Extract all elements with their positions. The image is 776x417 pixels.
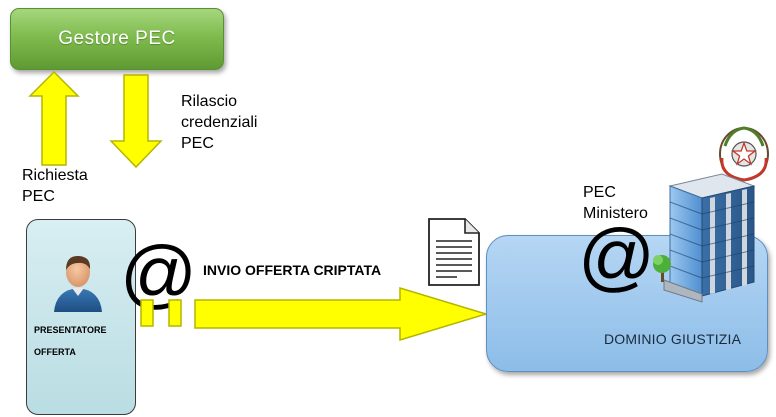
rilascio-label-line3: PEC <box>181 135 214 152</box>
invio-offerta-label: INVIO OFFERTA CRIPTATA <box>203 262 382 278</box>
presentatore-offerta-card <box>26 219 136 415</box>
pec-ministero-line2: Ministero <box>583 205 648 222</box>
pec-ministero-line1: PEC <box>583 184 616 201</box>
connector-blocks <box>140 299 182 327</box>
at-symbol-ministero: @ <box>578 214 656 299</box>
richiesta-label: Richiesta PEC <box>22 165 88 207</box>
building-icon <box>653 173 756 303</box>
presentatore-label-line2: OFFERTA <box>34 347 76 357</box>
presentatore-label-line1: PRESENTATORE <box>34 325 107 335</box>
document-icon <box>428 218 480 286</box>
dominio-giustizia-label: DOMINIO GIUSTIZIA <box>604 331 742 347</box>
gestore-pec-box: Gestore PEC <box>10 8 224 70</box>
presentatore-label: PRESENTATORE OFFERTA <box>34 319 134 363</box>
italian-emblem-icon <box>719 126 769 182</box>
at-symbol-sender: @ <box>120 231 198 316</box>
richiesta-label-line2: PEC <box>22 188 55 205</box>
gestore-pec-label: Gestore PEC <box>58 28 176 49</box>
richiesta-label-line1: Richiesta <box>22 167 88 184</box>
person-icon <box>54 255 102 312</box>
rilascio-label-line2: credenziali <box>181 114 258 131</box>
invio-right-arrow <box>194 286 489 342</box>
rilascio-label: Rilascio credenziali PEC <box>181 91 257 154</box>
pec-ministero-label: PEC Ministero <box>583 182 648 224</box>
richiesta-up-arrow <box>28 70 80 166</box>
rilascio-down-arrow <box>109 74 163 169</box>
rilascio-label-line1: Rilascio <box>181 93 238 110</box>
